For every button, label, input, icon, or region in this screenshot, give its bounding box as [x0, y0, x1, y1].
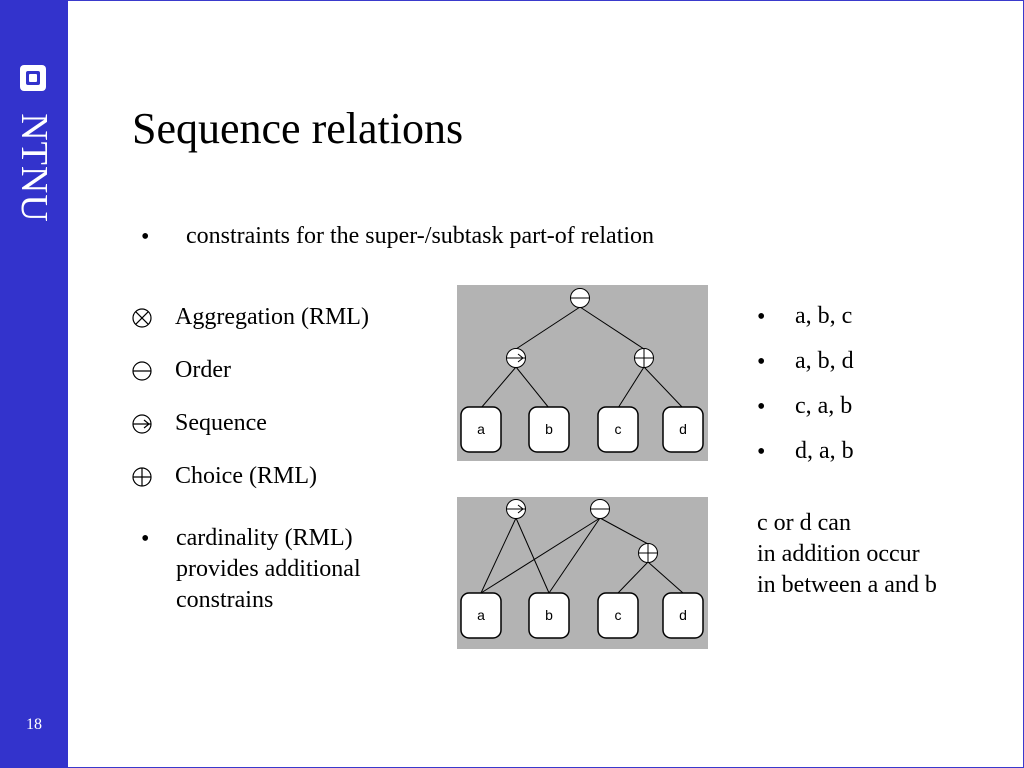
leaf-node: d — [662, 592, 704, 639]
ntnu-logo-icon — [20, 65, 46, 91]
legend-label-aggregation: Aggregation (RML) — [175, 304, 369, 330]
note-line-3: in between a and b — [757, 572, 937, 598]
choice-node-icon — [638, 543, 658, 563]
cardinality-line-3: constrains — [176, 587, 274, 613]
sequence-node-icon — [506, 499, 526, 519]
sequence-item: d, a, b — [795, 438, 854, 464]
leaf-node: a — [460, 406, 502, 453]
leaf-node: c — [597, 406, 639, 453]
svg-text:b: b — [545, 421, 553, 437]
sequence-item: c, a, b — [795, 393, 853, 419]
task-tree-diagram-top: a b c d — [457, 285, 708, 461]
bullet-icon: • — [757, 394, 766, 420]
cardinality-line-1: cardinality (RML) — [176, 525, 353, 551]
svg-text:d: d — [679, 607, 687, 623]
svg-text:c: c — [615, 607, 622, 623]
bullet-icon: • — [141, 526, 150, 552]
choice-icon — [132, 467, 152, 487]
intro-bullet-text: constraints for the super-/subtask part-… — [186, 223, 655, 249]
leaf-node: d — [662, 406, 704, 453]
leaf-node: b — [528, 406, 570, 453]
order-icon — [132, 361, 152, 381]
bullet-icon: • — [757, 349, 766, 375]
bullet-icon: • — [757, 439, 766, 465]
legend-label-sequence: Sequence — [175, 410, 267, 436]
leaf-node: c — [597, 592, 639, 639]
legend-label-choice: Choice (RML) — [175, 463, 317, 489]
sequence-icon — [132, 414, 152, 434]
choice-node-icon — [634, 348, 654, 368]
cardinality-line-2: provides additional — [176, 556, 361, 582]
leaf-node: a — [460, 592, 502, 639]
svg-text:a: a — [477, 607, 485, 623]
order-node-icon — [570, 288, 590, 308]
leaf-node: b — [528, 592, 570, 639]
legend-label-order: Order — [175, 357, 231, 383]
sequence-node-icon — [506, 348, 526, 368]
logo-text: NTNU — [13, 113, 55, 223]
svg-text:a: a — [477, 421, 485, 437]
note-line-1: c or d can — [757, 510, 851, 536]
task-tree-diagram-bottom: a b c d — [457, 497, 708, 649]
svg-text:c: c — [615, 421, 622, 437]
aggregation-icon — [132, 308, 152, 328]
slide-title: Sequence relations — [132, 104, 464, 153]
sequence-item: a, b, c — [795, 303, 853, 329]
bullet-icon: • — [757, 304, 766, 330]
note-line-2: in addition occur — [757, 541, 920, 567]
svg-text:b: b — [545, 607, 553, 623]
sidebar: NTNU 18 — [0, 0, 68, 768]
svg-text:d: d — [679, 421, 687, 437]
bullet-icon: • — [141, 224, 150, 250]
order-node-icon — [590, 499, 610, 519]
page-number: 18 — [26, 716, 42, 733]
sequence-item: a, b, d — [795, 348, 854, 374]
